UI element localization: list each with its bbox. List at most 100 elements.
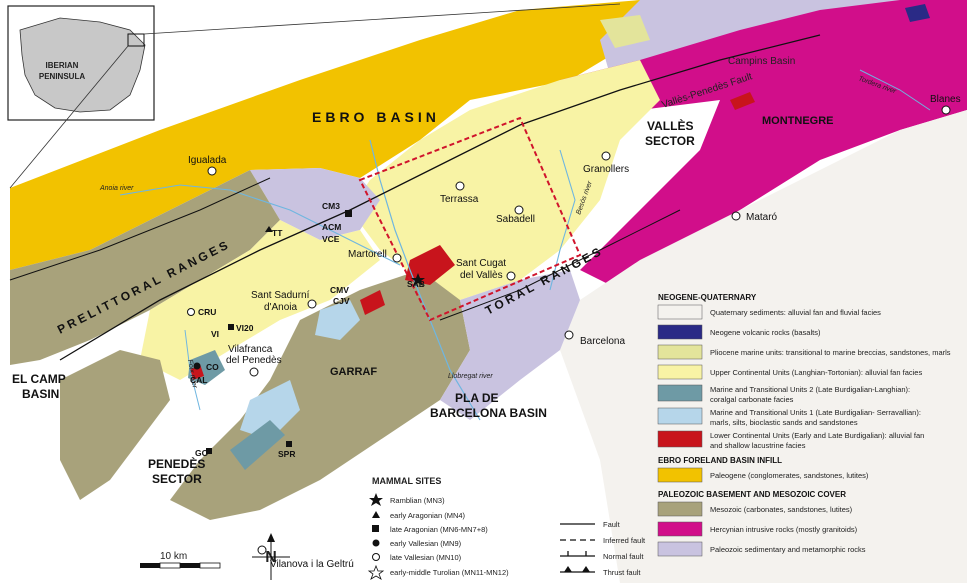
fault-legend-thrust: Thrust fault (603, 568, 641, 577)
anoia-river-label: Anoia river (99, 185, 134, 192)
mammal-legend-item-6: early-middle Turolian (MN11-MN12) (390, 568, 509, 577)
legend-swatch-upper-continental (657, 364, 703, 380)
terrassa-marker (455, 181, 465, 191)
penedes-sector-label-2: SECTOR (152, 472, 202, 486)
inset-leader-bottom (9, 45, 129, 189)
vilafranca-label-2: del Penedès (226, 355, 282, 366)
sant-sadurni-label-2: d'Anoia (264, 302, 297, 313)
prelittoral-paleozoic (250, 168, 380, 240)
scale-bar-label: 10 km (160, 551, 187, 562)
legend-upper-continental: Upper Continental Units (Langhian-Torton… (710, 368, 922, 377)
go-label: GO (195, 448, 209, 458)
legend-marine2-line2: coralgal carbonate facies (710, 395, 794, 404)
mammal-legend-icon-star-outline (367, 564, 385, 580)
fault-legend: Fault Inferred fault Normal fault Thrust… (560, 520, 646, 577)
mammal-legend-icon-dot (372, 539, 380, 547)
scale-bar: 10 km (140, 551, 221, 569)
marine2-patch-b (230, 420, 285, 470)
north-arrow-head (267, 533, 275, 542)
fault-legend-tooth-2 (582, 566, 590, 572)
legend-lower-line2: and shallow lacustrine facies (710, 441, 806, 450)
coastal-quaternary-ne (560, 110, 967, 583)
igualada-marker (207, 166, 217, 176)
legend-swatch-pliocene (657, 344, 703, 360)
fault-legend-fault: Fault (603, 520, 621, 529)
cmv-label: CMV (330, 285, 349, 295)
mammal-legend: MAMMAL SITES Ramblian (MN3) early Aragon… (367, 476, 509, 580)
pliocene-patch (600, 15, 650, 48)
barcelona-marker (564, 330, 574, 340)
vilanova-marker (257, 545, 267, 555)
legend-swatch-hercynian (657, 521, 703, 537)
co-label: CO (206, 362, 219, 372)
anoia-river (119, 184, 401, 266)
cru-label: CRU (198, 307, 216, 317)
mammal-legend-icon-circle (372, 553, 380, 561)
el-camp-label-2: BASIN (22, 387, 59, 401)
mataro-marker (731, 211, 741, 221)
sant-sadurni-marker (307, 299, 317, 309)
volcanic-patch (905, 4, 930, 22)
inset-label-line2: PENINSULA (39, 72, 85, 81)
sant-sadurni-label-1: Sant Sadurní (251, 290, 310, 301)
blanes-label: Blanes (930, 94, 961, 105)
go-marker (206, 448, 212, 454)
cru-marker (187, 308, 195, 316)
co-marker (193, 362, 201, 370)
cal-label: CAL (190, 375, 207, 385)
montnegre-label: MONTNEGRE (762, 115, 834, 127)
legend-pliocene: Pliocene marine units: transitional to m… (710, 348, 951, 357)
inset-label-line1: IBERIAN (46, 61, 79, 70)
inset-leader-top (143, 3, 621, 35)
prelittoral-thrust (9, 177, 271, 281)
vi-label: VI (211, 329, 219, 339)
north-arrow: N (252, 533, 290, 580)
geology-legend: NEOGENE-QUATERNARY Quaternary sediments:… (657, 293, 951, 557)
vi20-label: VI20 (236, 323, 254, 333)
valles-upper-continental (350, 60, 660, 300)
study-area-box (358, 116, 582, 322)
granollers-marker (601, 151, 611, 161)
sabadell-marker (514, 205, 524, 215)
legend-swatch-marine1 (657, 407, 703, 425)
igualada-label: Igualada (188, 155, 227, 166)
martorell-label: Martorell (348, 249, 387, 260)
prelittoral-mesozoic (10, 170, 280, 365)
mammal-legend-item-4: early Vallesian (MN9) (390, 539, 462, 548)
town-markers: Igualada Terrassa Sabadell Granollers Ma… (188, 94, 961, 570)
littoral-fault (439, 209, 681, 321)
legend-paleozoic-title: PALEOZOIC BASEMENT AND MESOZOIC COVER (658, 490, 846, 499)
barcelona-label: Barcelona (580, 336, 625, 347)
legend-swatch-lower-continental (657, 430, 703, 448)
penedes-sector-label-1: PENEDÈS (148, 456, 205, 471)
scale-bar-seg-3 (180, 563, 200, 568)
lower-continental-patch-c (730, 92, 755, 110)
llobregat-river-label: Llobregat river (448, 373, 493, 380)
scale-bar-seg-2 (159, 562, 181, 569)
mammal-legend-title: MAMMAL SITES (372, 476, 441, 486)
llobregat-river (369, 139, 481, 421)
mammal-legend-item-3: late Aragonian (MN6-MN7+8) (390, 525, 488, 534)
vilanova-label: Vilanova i la Geltrú (270, 559, 354, 570)
legend-marine1-line2: marls, silts, bioclastic sands and sands… (710, 418, 858, 427)
cm3-marker (345, 210, 352, 217)
acm-label: ACM (322, 222, 341, 232)
fault-legend-tooth-1 (564, 566, 572, 572)
sabadell-label: Sabadell (496, 214, 535, 225)
campins-basin-label: Campins Basin (728, 56, 795, 67)
spr-label: SPR (278, 449, 295, 459)
vce-label: VCE (322, 234, 340, 244)
foix-river (184, 329, 201, 411)
mammal-legend-item-1: Ramblian (MN3) (390, 496, 445, 505)
scale-bar-seg-1 (140, 563, 160, 568)
legend-swatch-volcanic (657, 324, 703, 340)
legend-marine2-line1: Marine and Transitional Units 2 (Late Bu… (710, 385, 910, 394)
spr-marker (286, 441, 292, 447)
marine1-patch-a (315, 300, 360, 340)
blanes-marker (941, 105, 951, 115)
cm3-label: CM3 (322, 201, 340, 211)
fault-legend-normal: Normal fault (603, 552, 644, 561)
el-camp-label-1: EL CAMP (12, 372, 66, 386)
legend-hercynian: Hercynian intrusive rocks (mostly granit… (710, 525, 858, 534)
